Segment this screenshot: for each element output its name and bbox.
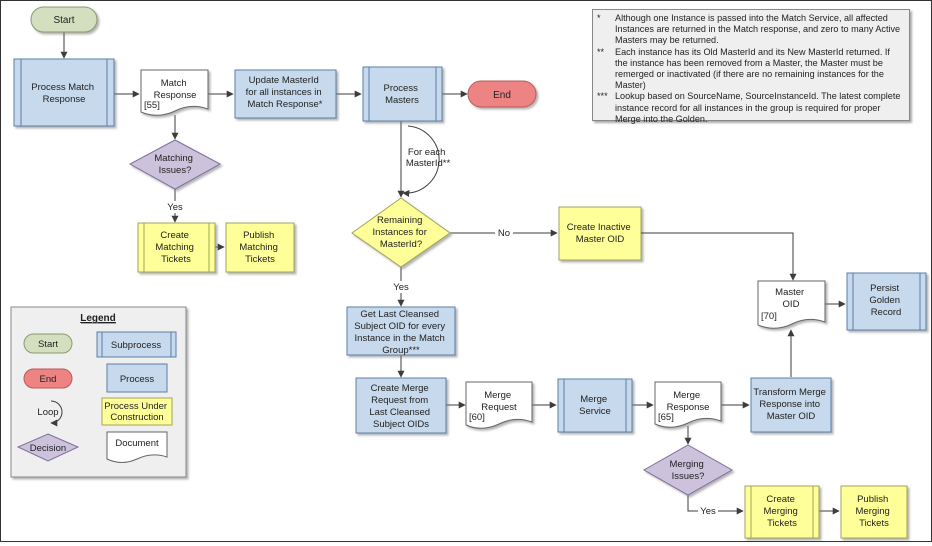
process-create-merge-request: Create Merge Request from Last Cleansed … xyxy=(355,377,447,434)
footnote-1: * Although one Instance is passed into t… xyxy=(597,13,905,47)
footnote-marker: ** xyxy=(597,46,605,57)
loop-for-each: For each MasterId** xyxy=(402,125,451,197)
svg-text:Loop: Loop xyxy=(37,407,58,418)
svg-text:[65]: [65] xyxy=(658,412,674,423)
svg-text:Publish Merging Ti: Publish Merging Tickets xyxy=(856,494,893,529)
label-yes-remaining: Yes xyxy=(391,281,411,293)
loop-label: For each MasterId** xyxy=(406,147,451,169)
subprocess-create-matching-tickets: Create Matching Tickets xyxy=(137,222,216,273)
footnote-3: *** Lookup based on SourceName, SourceIn… xyxy=(597,91,905,125)
svg-text:Decision: Decision xyxy=(30,443,66,454)
edge-create-inactive-line xyxy=(641,232,794,247)
process-get-last-cleansed: Get Last Cleansed Subject OID for every … xyxy=(346,306,456,356)
svg-text:Remaining Instances for: Remaining Instances for MasterId? xyxy=(372,215,429,250)
start-terminator: Start xyxy=(30,6,98,33)
process-transform-merge-response: Transform Merge Response into Master OID xyxy=(750,377,832,433)
svg-text:Get Last Cleansed Subjec: Get Last Cleansed Subject OID for every … xyxy=(354,309,447,356)
document-match-response: Match Response [55] xyxy=(140,69,209,116)
process-update-masterid: Update MasterId for all instances in Mat… xyxy=(234,69,337,119)
end-terminator: End xyxy=(467,80,537,108)
process-create-inactive-master-oid: Create Inactive Master OID xyxy=(558,206,642,261)
legend-subprocess: Subprocess xyxy=(96,331,177,358)
subprocess-process-match-response: Process Match Response xyxy=(13,58,115,127)
svg-text:Start: Start xyxy=(38,339,58,350)
svg-text:[70]: [70] xyxy=(761,311,777,322)
legend-title: Legend xyxy=(80,313,116,324)
svg-text:Subprocess: Subprocess xyxy=(111,340,161,351)
svg-text:Create Merge Request fro: Create Merge Request from Last Cleansed … xyxy=(369,383,432,430)
document-merge-request: Merge Request [60] xyxy=(465,381,533,429)
process-publish-merging-tickets: Publish Merging Tickets xyxy=(840,485,908,539)
svg-text:Matching Issues?: Matching Issues? xyxy=(154,153,195,176)
document-merge-response: Merge Response [65] xyxy=(654,381,722,428)
svg-text:Merging Issues?: Merging Issues? xyxy=(670,459,707,482)
footnote-marker: *** xyxy=(597,91,608,102)
svg-text:Create Matching Ti: Create Matching Tickets xyxy=(155,230,196,265)
legend-start: Start xyxy=(23,333,73,354)
legend-end: End xyxy=(23,368,73,389)
legend-process-under-construction: Process Under Construction xyxy=(101,397,173,426)
svg-text:Process Match Response: Process Match Response xyxy=(31,82,96,105)
svg-text:Merge Response: Merge Response xyxy=(667,390,710,413)
svg-text:End: End xyxy=(40,374,57,385)
loop-arc xyxy=(402,125,440,197)
svg-text:No: No xyxy=(498,228,510,239)
label-no: No xyxy=(495,227,513,239)
footnote-2: ** Each instance has its Old MasterId an… xyxy=(597,47,905,92)
svg-text:Persist Golden Rec: Persist Golden Record xyxy=(869,283,902,318)
subprocess-merge-service: Merge Service xyxy=(557,378,633,433)
subprocess-process-masters: Process Masters xyxy=(362,66,443,122)
svg-text:Merge Service: Merge Service xyxy=(579,394,611,417)
process-publish-matching-tickets: Publish Matching Tickets xyxy=(225,222,295,273)
svg-text:Create Inactive Master O: Create Inactive Master OID xyxy=(567,222,634,245)
svg-text:Update MasterId for all: Update MasterId for all instances in Mat… xyxy=(246,75,325,110)
footnote-text: Although one Instance is passed into the… xyxy=(615,13,901,46)
connectors xyxy=(60,32,846,515)
legend-document: Document xyxy=(106,431,168,463)
decision-remaining-instances: Remaining Instances for MasterId? xyxy=(351,197,451,268)
subprocess-persist-golden-record: Persist Golden Record xyxy=(846,272,927,331)
svg-text:Match Response: Match Response xyxy=(154,78,197,101)
legend-loop: Loop xyxy=(37,400,63,427)
label-yes-merging: Yes xyxy=(698,505,718,517)
edge-merging-issues-to-create-merging xyxy=(687,495,744,515)
legend-process: Process xyxy=(106,363,168,393)
svg-text:Master OID: Master OID xyxy=(775,287,807,310)
svg-text:End: End xyxy=(493,90,511,101)
document-master-oid: Master OID [70] xyxy=(757,280,826,329)
svg-text:Merge Request: Merge Request xyxy=(481,390,517,413)
legend: Legend Start End Loop Decision Subproces… xyxy=(10,306,187,478)
footnote-text: Each instance has its Old MasterId and i… xyxy=(615,46,890,91)
svg-text:Yes: Yes xyxy=(393,282,409,293)
svg-text:[55]: [55] xyxy=(144,100,160,111)
svg-text:Document: Document xyxy=(115,438,159,449)
svg-text:Start: Start xyxy=(53,15,74,26)
svg-text:Yes: Yes xyxy=(700,506,716,517)
footnote-marker: * xyxy=(597,13,601,23)
svg-text:Create Merging Tic: Create Merging Tickets xyxy=(764,494,801,529)
svg-text:Transform Merge Response: Transform Merge Response into Master OID xyxy=(753,387,828,422)
decision-merging-issues: Merging Issues? xyxy=(642,444,734,496)
subprocess-create-merging-tickets: Create Merging Tickets xyxy=(744,485,820,539)
svg-text:Process Under Construc: Process Under Construction xyxy=(104,401,169,423)
label-yes-matching: Yes xyxy=(165,201,185,213)
footnote-text: Lookup based on SourceName, SourceInstan… xyxy=(615,91,901,124)
svg-text:[60]: [60] xyxy=(469,412,485,423)
svg-text:Publish Matching T: Publish Matching Tickets xyxy=(239,230,280,265)
footnotes-box: * Although one Instance is passed into t… xyxy=(592,9,910,124)
svg-text:Process Masters: Process Masters xyxy=(384,83,421,106)
svg-text:Yes: Yes xyxy=(167,202,183,213)
svg-text:Process: Process xyxy=(120,374,155,385)
legend-decision: Decision xyxy=(16,433,80,462)
decision-matching-issues: Matching Issues? xyxy=(128,139,222,190)
